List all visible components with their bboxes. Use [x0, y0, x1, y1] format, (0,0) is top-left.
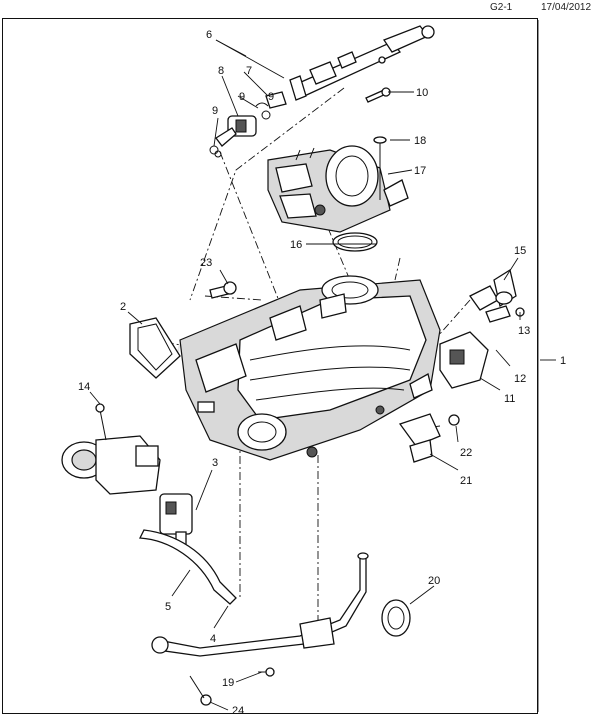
- throttle-body: [267, 145, 409, 233]
- screw-18: [373, 136, 387, 200]
- callout-13: 13: [518, 325, 530, 337]
- callout-17: 17: [414, 165, 426, 177]
- coolant-pipe: [151, 552, 369, 706]
- leader-lines: [89, 39, 556, 711]
- bolt-23: [209, 281, 237, 299]
- diagram-code: G2-1: [490, 2, 513, 13]
- callout-labels: 1 2 3 4 5 6 7 8 9 9 9 10 11 12 13 14 15 …: [78, 29, 566, 717]
- diagram-frame: [2, 18, 538, 714]
- egr-valve: [61, 403, 161, 495]
- callout-12: 12: [514, 373, 526, 385]
- intake-manifold: [179, 275, 441, 461]
- callout-6: 6: [206, 29, 212, 41]
- callout-10: 10: [416, 87, 428, 99]
- callout-3: 3: [212, 457, 218, 469]
- callout-22: 22: [460, 447, 472, 459]
- fuel-rail: [289, 25, 435, 101]
- callout-20: 20: [428, 575, 440, 587]
- temperature-sensor: [398, 413, 460, 463]
- callout-8: 8: [218, 65, 224, 77]
- callout-9c: 9: [268, 91, 274, 103]
- callout-9b: 9: [239, 91, 245, 103]
- callout-14: 14: [78, 381, 90, 393]
- callout-19: 19: [222, 677, 234, 689]
- solenoid-valve: [159, 493, 193, 547]
- callout-9a: 9: [212, 105, 218, 117]
- fuel-injector: [209, 115, 257, 158]
- throttle-gasket: [332, 232, 378, 252]
- retainer-clips: [255, 91, 287, 120]
- o-ring: [381, 599, 411, 637]
- callout-4: 4: [210, 633, 216, 645]
- diagram-date: 17/04/2012: [541, 2, 592, 13]
- callout-1: 1: [560, 355, 566, 367]
- callout-5: 5: [165, 601, 171, 613]
- callout-7: 7: [246, 65, 252, 77]
- callout-15: 15: [514, 245, 526, 257]
- callout-18: 18: [414, 135, 426, 147]
- callout-11: 11: [504, 393, 515, 405]
- callout-24: 24: [232, 705, 244, 717]
- callout-23: 23: [200, 257, 212, 269]
- callout-21: 21: [460, 475, 472, 487]
- vacuum-hose: [138, 529, 237, 605]
- callout-16: 16: [290, 239, 302, 251]
- callout-2: 2: [120, 301, 126, 313]
- pressure-sensor-assembly: [439, 268, 525, 389]
- bolt-10: [365, 87, 391, 103]
- intake-gasket: [129, 317, 181, 379]
